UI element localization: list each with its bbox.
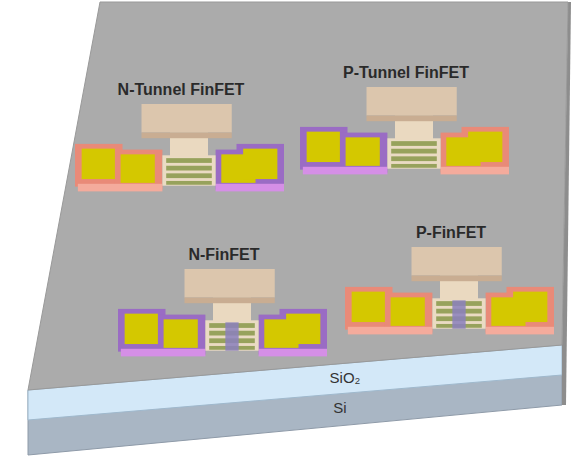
layer-label: SiO₂ — [330, 369, 361, 386]
n-tunnel-device — [75, 104, 284, 191]
n-finfet-device — [118, 269, 327, 356]
top-surface — [28, 2, 568, 390]
device-label: N-FinFET — [188, 246, 259, 264]
device-label: P-Tunnel FinFET — [343, 64, 469, 82]
p-tunnel-device — [300, 87, 509, 174]
p-finfet-device — [345, 247, 554, 334]
device-label: N-Tunnel FinFET — [118, 81, 245, 99]
layer-label: Si — [333, 399, 346, 416]
device-label: P-FinFET — [416, 224, 486, 242]
